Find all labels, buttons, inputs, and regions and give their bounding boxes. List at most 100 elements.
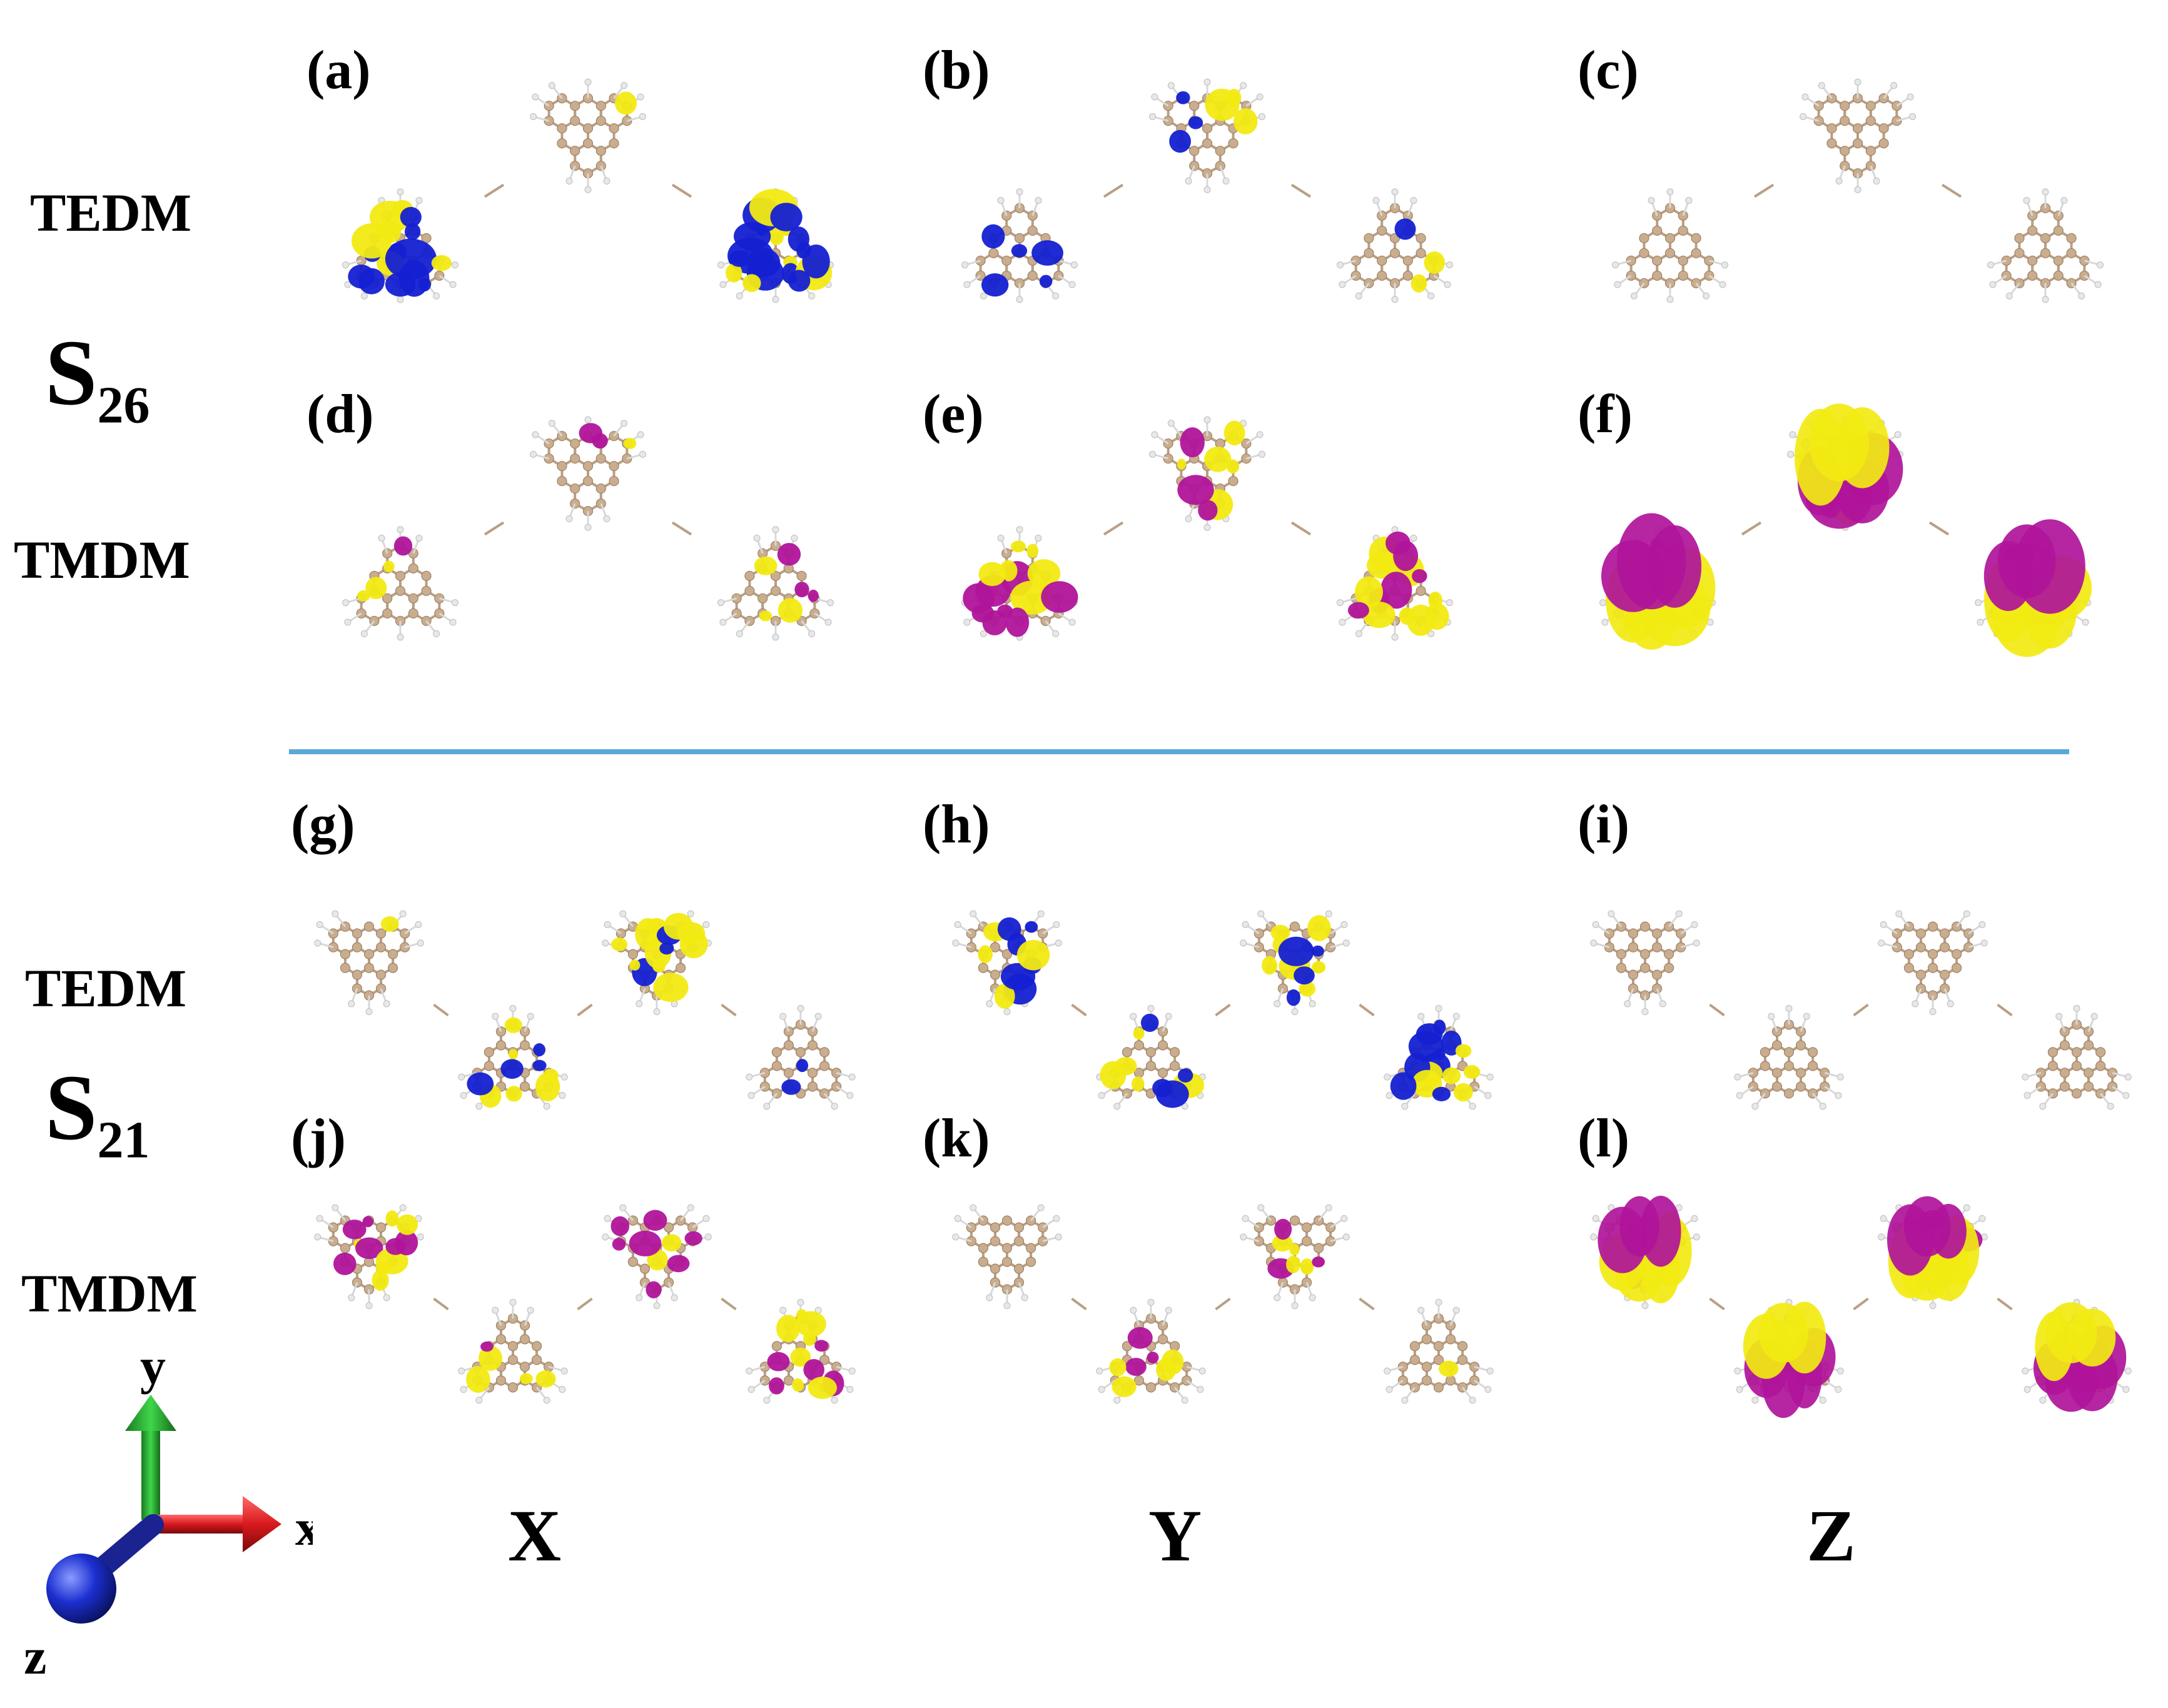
- ch-bond: [2029, 1086, 2042, 1095]
- hydrogen-atom: [824, 619, 832, 626]
- isosurface-lobe: [767, 1352, 790, 1372]
- ch-bond: [989, 1282, 996, 1296]
- hydrogen-atom: [1384, 1073, 1391, 1081]
- carbon-atom: [1189, 146, 1200, 156]
- hydrogen-atom: [1417, 1013, 1425, 1020]
- ch-bond: [1262, 1209, 1272, 1221]
- carbon-atom: [2059, 1040, 2070, 1051]
- hydrogen-atom: [1446, 599, 1453, 607]
- hydrogen-atom: [458, 1073, 465, 1081]
- isosurface-lobe: [794, 582, 809, 598]
- ch-bond: [1342, 260, 1357, 265]
- isosurface-lobe: [1177, 475, 1214, 505]
- hydrogen-atom: [746, 1367, 753, 1375]
- carbon-atom: [1840, 146, 1850, 156]
- ch-bond: [1156, 435, 1169, 445]
- hydrogen-atom: [1675, 910, 1683, 917]
- carbon-atom: [1145, 1061, 1157, 1071]
- carbon-atom: [570, 116, 580, 126]
- coordinate-axes: y x z: [25, 1357, 313, 1685]
- carbon-atom: [1915, 983, 1927, 994]
- isosurface-lobe: [504, 1017, 522, 1033]
- carbon-atom: [495, 1026, 507, 1037]
- carbon-atom: [2066, 248, 2077, 258]
- carbon-atom: [1157, 1068, 1168, 1078]
- carbon-atom: [1865, 101, 1876, 111]
- isosurface-lobe: [1027, 559, 1061, 588]
- ch-bond: [1173, 1387, 1184, 1399]
- ch-bond: [1695, 282, 1706, 295]
- hydrogen-atom: [1912, 1000, 1919, 1008]
- carbon-atom: [807, 1068, 818, 1078]
- hydrogen-atom: [2107, 1103, 2114, 1110]
- carbon-atom: [1377, 255, 1387, 266]
- isosurface-lobe: [667, 1255, 690, 1273]
- carbon-atom: [328, 942, 338, 953]
- hydrogen-atom: [1592, 1215, 1599, 1222]
- isosurface-lobe: [2069, 1308, 2116, 1367]
- carbon-atom: [807, 1026, 818, 1037]
- carbon-atom: [519, 1334, 530, 1345]
- panel-label-f: (f): [1578, 384, 1633, 445]
- carbon-atom: [1664, 248, 1676, 258]
- hydrogen-atom: [492, 1306, 499, 1314]
- isosurface-lobe: [1432, 1086, 1451, 1101]
- hydrogen-atom: [736, 292, 743, 300]
- carbon-atom: [1808, 1061, 1818, 1071]
- hydrogen-atom: [548, 420, 555, 427]
- hydrogen-atom: [1590, 1233, 1598, 1241]
- ch-bond: [752, 1086, 766, 1095]
- ch-bond: [626, 116, 641, 122]
- linker-bond: [671, 183, 692, 198]
- ch-bond: [1172, 424, 1182, 437]
- hydrogen-atom: [1197, 1386, 1204, 1393]
- ch-bond: [537, 97, 550, 107]
- ch-bond: [2084, 275, 2097, 285]
- column-label-x: X: [508, 1495, 562, 1577]
- carbon-atom: [1421, 1334, 1432, 1345]
- isosurface-lobe: [467, 1072, 494, 1096]
- carbon-atom: [1001, 1243, 1013, 1253]
- carbon-atom: [609, 476, 619, 487]
- ch-bond: [679, 1209, 690, 1221]
- isosurface-lobe: [788, 270, 811, 292]
- carbon-atom: [663, 1222, 674, 1233]
- hydrogen-atom: [1486, 1073, 1494, 1081]
- panel-label-d: (d): [306, 384, 374, 445]
- carbon-atom: [819, 1061, 830, 1071]
- hydrogen-atom: [460, 1386, 467, 1393]
- ch-bond: [1433, 275, 1446, 285]
- hydrogen-atom: [1257, 1204, 1265, 1211]
- ch-bond: [1277, 988, 1284, 1002]
- carbon-atom: [1301, 1222, 1312, 1233]
- ch-bond: [624, 1209, 634, 1221]
- ch-bond: [2044, 1093, 2054, 1105]
- hydrogen-atom: [1929, 1302, 1937, 1310]
- hydrogen-atom: [1890, 82, 1898, 89]
- carbon-atom: [484, 1061, 494, 1071]
- linker-bond: [1359, 1003, 1375, 1017]
- ch-bond: [836, 1365, 850, 1372]
- isosurface-lobe: [375, 1248, 408, 1275]
- carbon-atom: [2047, 1047, 2058, 1058]
- carbon-atom: [495, 1375, 507, 1386]
- ch-bond: [524, 1018, 531, 1032]
- carbon-atom: [1350, 270, 1361, 281]
- carbon-atom: [1364, 248, 1374, 258]
- isosurface-lobe: [1442, 1067, 1461, 1084]
- carbon-atom: [400, 942, 410, 953]
- carbon-framework: [1397, 1313, 1480, 1393]
- carbon-atom: [1215, 146, 1225, 156]
- isosurface-lobe: [2014, 519, 2085, 614]
- hydrogen-atom: [1203, 78, 1211, 86]
- linker-bonds: [1709, 1297, 2013, 1311]
- hydrogen-atom: [1256, 93, 1264, 101]
- hydrogen-atom: [1789, 431, 1796, 438]
- hydrogen-atom: [397, 634, 404, 641]
- ch-bond: [1245, 97, 1259, 107]
- carbon-atom: [421, 585, 432, 596]
- ch-bond: [609, 925, 622, 934]
- carbon-atom: [2071, 1088, 2082, 1099]
- hydrogen-atoms: [314, 910, 424, 1016]
- ch-bond: [600, 165, 607, 179]
